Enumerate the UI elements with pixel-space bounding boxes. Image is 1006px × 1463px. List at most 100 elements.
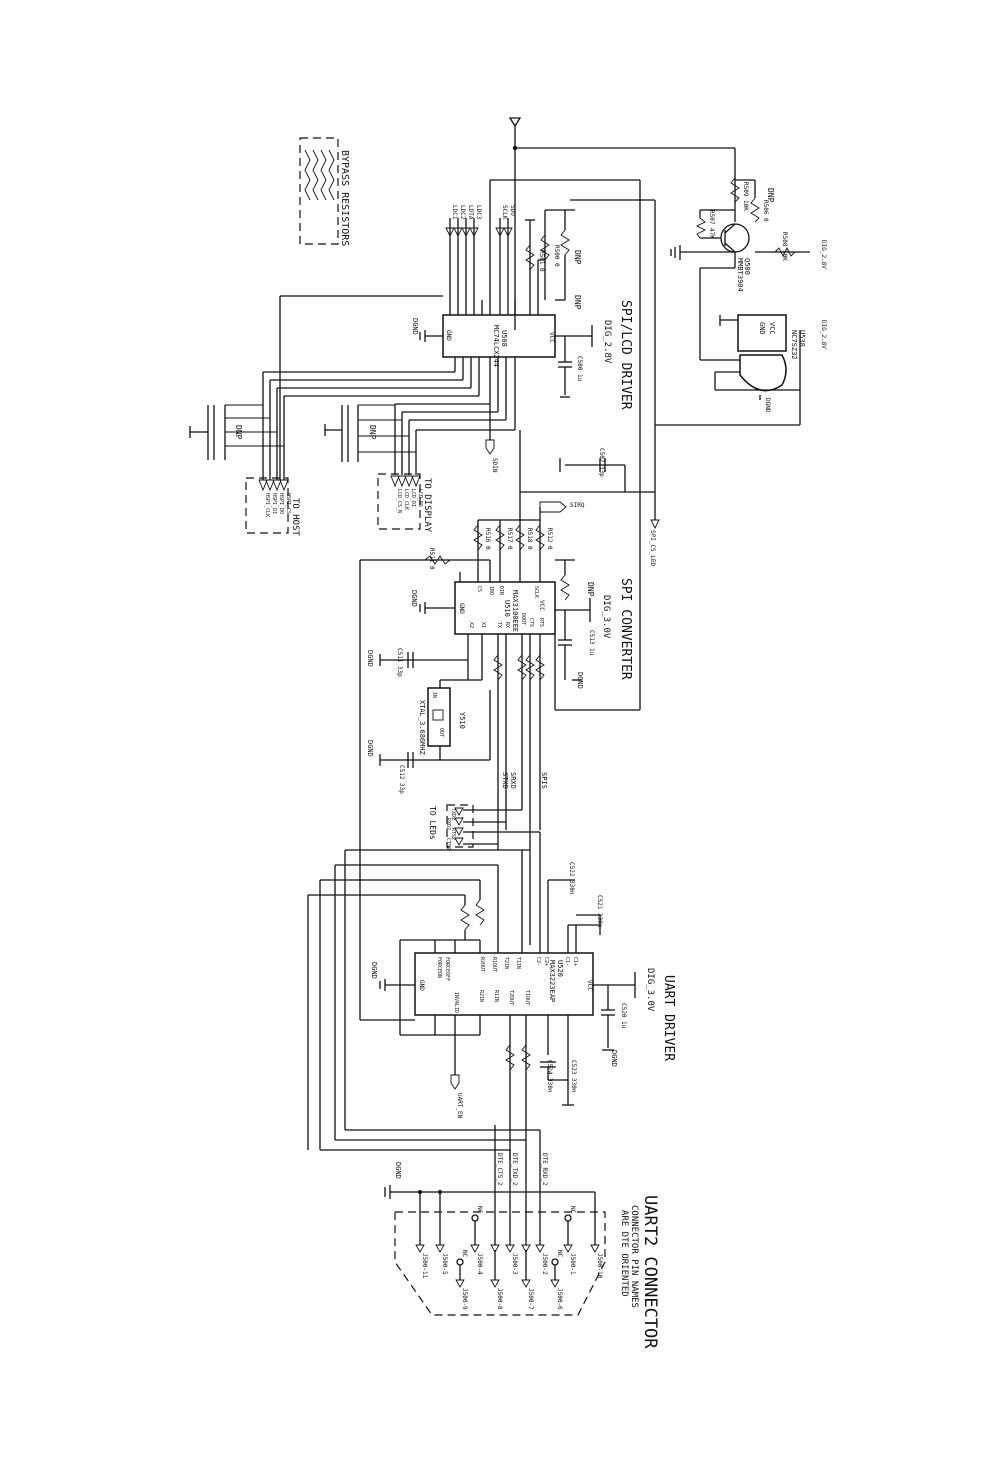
- r512-label: R512 0: [546, 528, 553, 550]
- pin-j500-6: J500-6: [556, 1288, 563, 1310]
- u538-ref: U538: [798, 330, 806, 347]
- led-net-1: TXD2: [450, 808, 456, 820]
- u510-chip: U510 MAX3100EEE GND VCC DIN DOUT SCLK CS…: [359, 519, 640, 1020]
- u520-ref: U520: [556, 960, 564, 977]
- u520-forceoff: FORCEOFF: [444, 957, 450, 981]
- r518-label: R518 0: [526, 528, 533, 550]
- r506-label: R506 0: [762, 200, 769, 222]
- to-host-box: TO HOST HSPI_CLK HSPI_DI HSPI_DO HSPI_CS: [245, 477, 300, 537]
- rail-dig28-right: DIG_2.8V: [820, 240, 827, 269]
- u520-c1p: C1+: [572, 957, 578, 966]
- to-display-box: TO DISPLAY LCD_CS_N LCD_CLK LCD_DI LCD_R…: [377, 473, 432, 533]
- host-net-2: HSPI_DI: [271, 493, 277, 514]
- u510-irq: IRQ: [488, 586, 494, 595]
- u538-gnd-pin: GND: [758, 322, 766, 335]
- c511-label: C511 33p: [396, 648, 403, 677]
- dte-cts-label: DTE_CTS_2: [496, 1153, 503, 1186]
- u508-gnd: GND: [445, 330, 452, 341]
- c512-dgnd: DGND: [366, 740, 374, 757]
- uart-to-connector-routing: DTE_CTS_2 DTE_TXD_2 DTE_RXD_2: [320, 1125, 548, 1245]
- host-net-3: HSPI_DO: [278, 493, 284, 514]
- pin-j500-9: J500-9: [461, 1288, 468, 1310]
- u510-ref: U510: [503, 600, 511, 617]
- u510-sclk: SCLK: [533, 586, 539, 598]
- nc-3: NC: [461, 1250, 468, 1258]
- title-bypass-resistors: BYPASS RESISTORS: [339, 150, 350, 246]
- u538-or-gate: VCC GND U538 NC7SZ32 DGND DIG_2.8V: [655, 314, 827, 426]
- nc-2: NC: [569, 1206, 576, 1214]
- c524-label: C524 330n: [546, 1060, 553, 1093]
- u520-forceon: FORCEON: [436, 957, 442, 978]
- r517-label: R517 0: [506, 528, 513, 550]
- u538-part: NC7SZ32: [790, 330, 798, 360]
- pin-j500-8: J500-8: [496, 1288, 503, 1310]
- c520-label: C520 1u: [620, 1003, 627, 1029]
- y510-out: OUT: [438, 728, 444, 737]
- uart2-note-line1: CONNECTOR PIN NAMES: [629, 1205, 639, 1308]
- u520-part: MAX3223EAP: [548, 960, 556, 1002]
- r501-label: R501 0: [538, 250, 545, 272]
- host-dnp: DNP: [234, 425, 243, 440]
- u510-din: DIN: [498, 586, 504, 595]
- nc-1: NC: [476, 1206, 483, 1214]
- led-net-4: CTS2: [445, 838, 451, 850]
- c500-label: C500 1u: [576, 356, 583, 382]
- pin-j500-3: J500-3: [511, 1253, 518, 1275]
- u510-rx: RX: [504, 622, 510, 628]
- r511-label: R511 0: [428, 548, 435, 570]
- u520-r2out: R2OUT: [479, 957, 485, 972]
- bus-sdo: SDO: [509, 205, 516, 216]
- nc-4: NC: [556, 1250, 563, 1258]
- bus-ldta: LDTA: [467, 205, 474, 220]
- u510-cs: CS: [476, 586, 482, 592]
- pin-j500-11: J500-11: [421, 1253, 428, 1279]
- u508-rail: DIG_2.8V: [602, 320, 612, 364]
- pin-j500-1: J500-1: [569, 1253, 576, 1275]
- spis-label: SPIS: [540, 772, 548, 789]
- q500-dnp: DNP: [766, 188, 775, 203]
- y510-ref: Y510: [458, 712, 466, 729]
- u520-invalid: INVALID: [453, 992, 459, 1013]
- r503-dnp: DNP: [573, 295, 582, 310]
- r507-label: R507 47K: [708, 210, 715, 239]
- c521-label: C521 330n: [596, 895, 603, 928]
- u510-cts: CTS: [528, 618, 534, 627]
- connector-dgnd: DGND: [394, 1162, 402, 1179]
- display-net-2: LCD_CLK: [403, 489, 409, 510]
- pin-j500-10: J500-10: [596, 1253, 603, 1279]
- uart2-note-line2: ARE DTE ORIENTED: [619, 1210, 629, 1297]
- u510-tx: TX: [496, 622, 502, 628]
- u538-vcc-pin: VCC: [768, 322, 776, 335]
- u538-gnd-label: DGND: [764, 398, 771, 413]
- u508-input-bus: LDC1 LDC2 LDTA LDC3 SCLK SDO R501 0 R500…: [445, 205, 582, 310]
- c512-label: C512 33p: [398, 765, 405, 794]
- u520-c2m: C2-: [535, 957, 541, 966]
- u508-dgnd: DGND: [411, 318, 419, 335]
- spi-vertical-bus: SPI_CS_LED SIRQ: [519, 199, 660, 567]
- u520-c2p: C2+: [543, 957, 549, 966]
- sdin-label: SDIN: [491, 458, 498, 473]
- u510-x2: X2: [468, 622, 474, 628]
- to-leds-label: TO LEDs: [428, 806, 437, 840]
- r525-dnp: DNP: [586, 582, 595, 597]
- pin-j500-5: J500-5: [441, 1253, 448, 1275]
- u510-x1: X1: [480, 622, 486, 628]
- bus-ldc1: LDC1: [451, 205, 458, 220]
- u508-vcc: VCC: [548, 332, 555, 343]
- q500-part: MMBT3904: [736, 258, 744, 292]
- r508-label: R508 10K: [781, 232, 788, 261]
- u508-part: MC74LCX244: [492, 325, 500, 367]
- u520-t2in: T2IN: [503, 957, 509, 969]
- c520-dgnd: DGND: [610, 1050, 618, 1067]
- u508-ref: U508: [500, 330, 508, 347]
- led-net-3: RTS2: [450, 828, 456, 840]
- u520-t1in: T1IN: [515, 957, 521, 969]
- display-dnp: DNP: [368, 425, 377, 440]
- u510-part: MAX3100EEE: [511, 590, 519, 632]
- r500-label: R500 0: [553, 245, 560, 267]
- to-host-label: TO HOST: [290, 498, 300, 537]
- u520-r1in: R1IN: [493, 990, 499, 1002]
- uart-en-label: UART_EN: [456, 1093, 463, 1119]
- u520-rail: DIG_3.0V: [645, 968, 655, 1012]
